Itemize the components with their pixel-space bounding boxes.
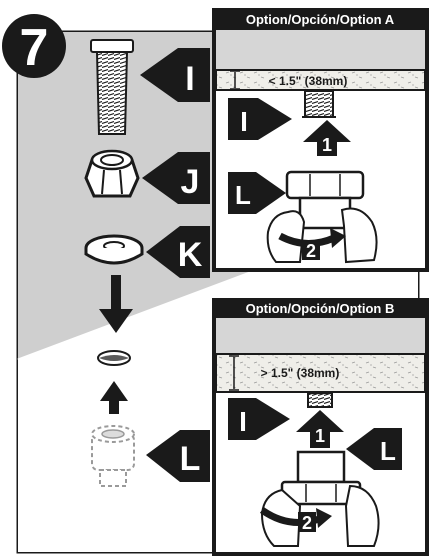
label-i: I <box>185 60 194 98</box>
part-j-nut <box>84 149 140 198</box>
option-b-arrow-1: 1 <box>315 426 325 446</box>
option-a-title: Option/Opción/Option A <box>246 12 395 27</box>
option-b-wall <box>216 318 425 354</box>
option-a-panel: Option/Opción/Option A < 1.5" (38mm) I 1… <box>212 8 429 272</box>
label-k: K <box>178 236 203 274</box>
option-a-arrow-1: 1 <box>322 135 332 155</box>
option-b-measurement: > 1.5" (38mm) <box>261 366 340 380</box>
label-l: L <box>180 440 201 478</box>
option-b-panel: Option/Opción/Option B > 1.5" (38mm) I 1… <box>212 298 429 556</box>
option-b-arrow-2: 2 <box>302 513 312 533</box>
label-j-pointer: J <box>142 152 210 204</box>
part-l-ghost <box>91 425 135 487</box>
part-i-shank <box>90 39 134 135</box>
label-k-pointer: K <box>146 226 210 278</box>
down-arrow <box>99 275 133 333</box>
label-j: J <box>181 163 200 201</box>
floor-hole <box>97 350 131 366</box>
option-b-title: Option/Opción/Option B <box>246 301 395 316</box>
option-b-label-i: I <box>239 406 247 437</box>
part-k-washer <box>84 234 144 265</box>
option-a-wall <box>216 30 425 70</box>
label-i-pointer: I <box>140 48 210 102</box>
label-l-pointer: L <box>146 430 210 482</box>
step-badge: 7 <box>2 14 66 78</box>
option-a-label-l: L <box>235 180 251 210</box>
option-a-label-i: I <box>240 106 248 137</box>
up-arrow <box>100 381 128 414</box>
step-number: 7 <box>20 19 49 77</box>
option-a-arrow-2: 2 <box>306 241 316 261</box>
option-b-label-l: L <box>380 436 396 466</box>
option-a-measurement: < 1.5" (38mm) <box>269 74 348 88</box>
